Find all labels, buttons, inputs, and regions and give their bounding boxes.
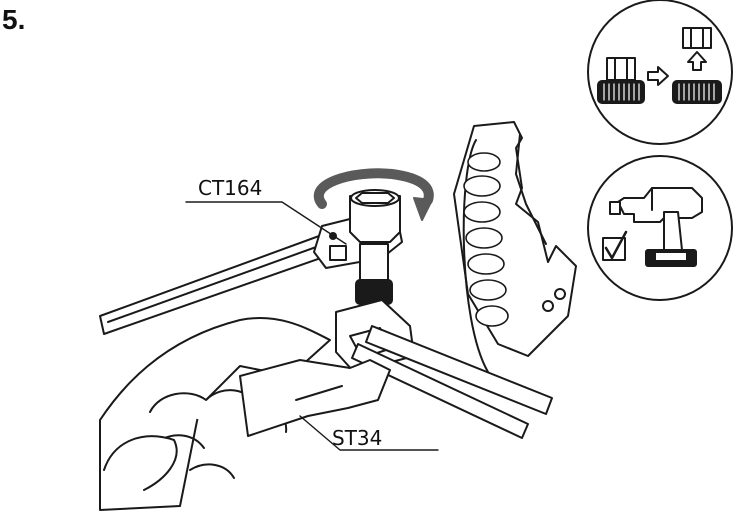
- main-illustration: [99, 121, 577, 511]
- checkmark-box-icon: [602, 230, 628, 261]
- tool-label-st34: ST34: [332, 426, 383, 450]
- step-number: 5.: [2, 4, 26, 35]
- impact-wrench-approved-icon: [587, 155, 733, 301]
- socket-swap-diagram-icon: [587, 0, 733, 145]
- tool-label-ct164: CT164: [198, 176, 263, 200]
